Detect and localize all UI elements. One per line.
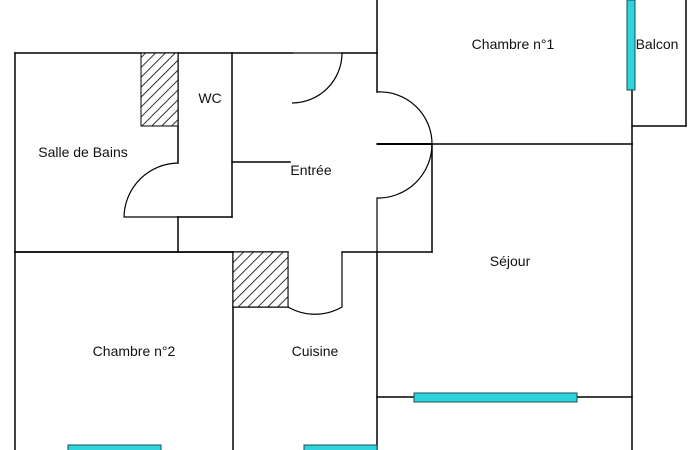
ventilation-shaft-cuisine xyxy=(232,251,289,308)
room-label-salle-de-bains: Salle de Bains xyxy=(38,144,128,160)
door-cuisine xyxy=(287,252,343,315)
doors xyxy=(123,52,433,315)
room-label-sejour: Séjour xyxy=(490,253,531,269)
door-sejour xyxy=(376,143,433,252)
window-chambre2 xyxy=(67,444,162,450)
window-cuisine xyxy=(303,444,378,450)
ventilation-shaft-bathroom xyxy=(140,52,179,127)
door-chambre1-side xyxy=(376,91,433,145)
room-label-entree: Entrée xyxy=(290,162,331,178)
room-label-chambre1: Chambre n°1 xyxy=(472,36,555,52)
window-sejour xyxy=(413,392,578,403)
door-chambre1 xyxy=(291,52,343,104)
room-label-wc: WC xyxy=(198,90,221,106)
room-label-cuisine: Cuisine xyxy=(292,343,339,359)
room-label-balcon: Balcon xyxy=(636,36,679,52)
room-label-chambre2: Chambre n°2 xyxy=(93,343,176,359)
window-balcon xyxy=(626,0,636,91)
door-bathroom xyxy=(123,162,179,218)
walls xyxy=(14,0,687,450)
